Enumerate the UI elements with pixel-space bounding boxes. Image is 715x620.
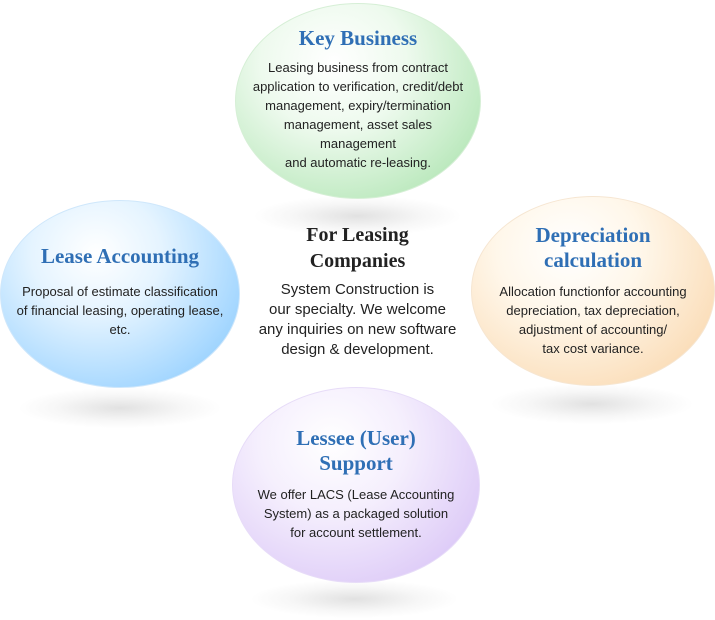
lessee-support-shadow — [252, 580, 457, 618]
center-text: System Construction is our specialty. We… — [258, 281, 457, 358]
key-business-bubble: Key Business Leasing business from contr… — [235, 3, 481, 199]
center-block: For Leasing Companies System Constructio… — [250, 222, 465, 360]
key-business-shadow — [255, 196, 460, 236]
lease-accounting-text: Proposal of estimate classification of f… — [16, 284, 224, 337]
depreciation-bubble: Depreciation calculation Allocation func… — [471, 196, 715, 386]
lease-accounting-title: Lease Accounting — [40, 244, 200, 268]
lessee-support-bubble: Lessee (User) Support We offer LACS (Lea… — [232, 387, 480, 583]
center-title: For Leasing Companies — [306, 224, 409, 272]
key-business-title: Key Business — [298, 26, 418, 50]
key-business-text: Leasing business from contract applicati… — [252, 60, 464, 170]
depreciation-text: Allocation functionfor accounting deprec… — [499, 284, 687, 356]
lease-accounting-shadow — [20, 388, 220, 428]
lessee-support-text: We offer LACS (Lease Accounting System) … — [257, 487, 455, 540]
depreciation-title: Depreciation calculation — [535, 223, 651, 272]
depreciation-shadow — [492, 384, 692, 424]
lessee-support-title: Lessee (User) Support — [296, 426, 416, 475]
lease-accounting-bubble: Lease Accounting Proposal of estimate cl… — [0, 200, 240, 388]
